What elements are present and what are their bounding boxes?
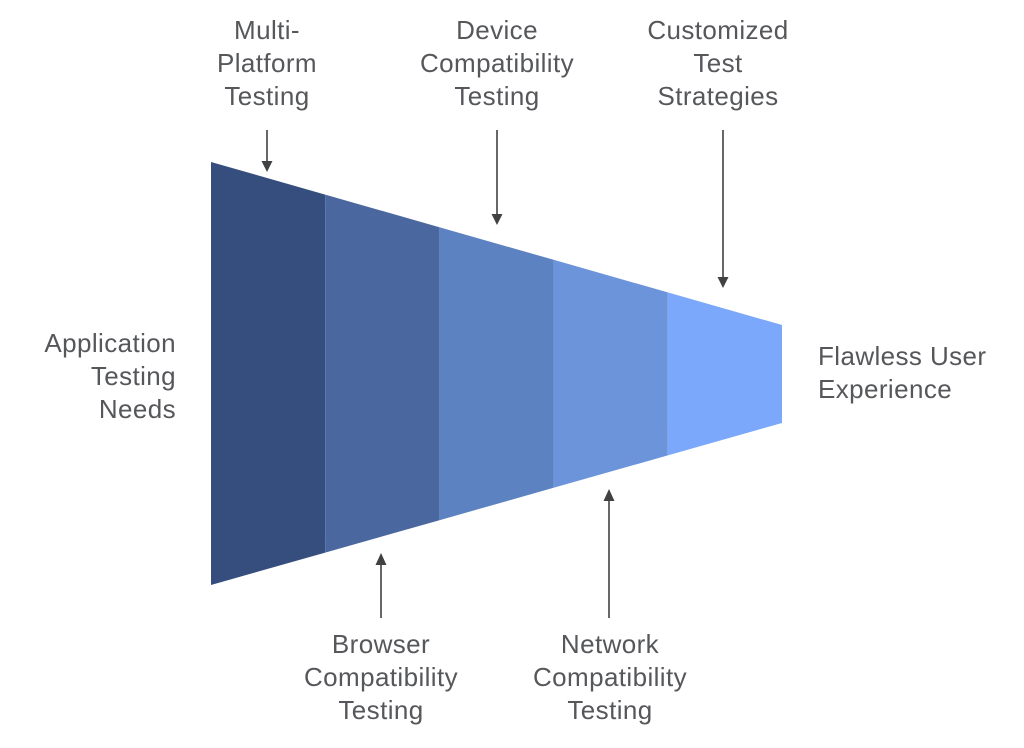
arrow-lines	[266, 130, 724, 618]
stage-label-browser-compatibility-testing: Browser Compatibility Testing	[303, 629, 459, 725]
funnel-segment-multi-platform	[211, 162, 326, 585]
arrow-head-down-icon	[717, 277, 729, 288]
arrow-head-up-icon	[603, 489, 615, 501]
stage-label-customized-test-strategies: Customized Test Strategies	[647, 15, 789, 111]
funnel-input-label: Application Testing Needs	[44, 328, 176, 424]
funnel-segment-customized-strategies	[667, 292, 782, 456]
funnel-segment-browser-compatibility	[325, 194, 440, 553]
stage-label-network-compatibility-testing: Network Compatibility Testing	[532, 629, 688, 725]
arrow-head-down-icon	[491, 214, 503, 225]
arrow-head-down-icon	[261, 161, 273, 172]
funnel-output-label: Flawless User Experience	[818, 341, 987, 404]
arrow-head-up-icon	[375, 553, 387, 565]
stage-label-multi-platform-testing: Multi- Platform Testing	[216, 15, 318, 111]
funnel-segment-network-compatibility	[553, 259, 668, 488]
arrow-heads	[261, 161, 729, 565]
stage-label-device-compatibility-testing: Device Compatibility Testing	[419, 15, 575, 111]
funnel-segment-device-compatibility	[439, 227, 554, 521]
